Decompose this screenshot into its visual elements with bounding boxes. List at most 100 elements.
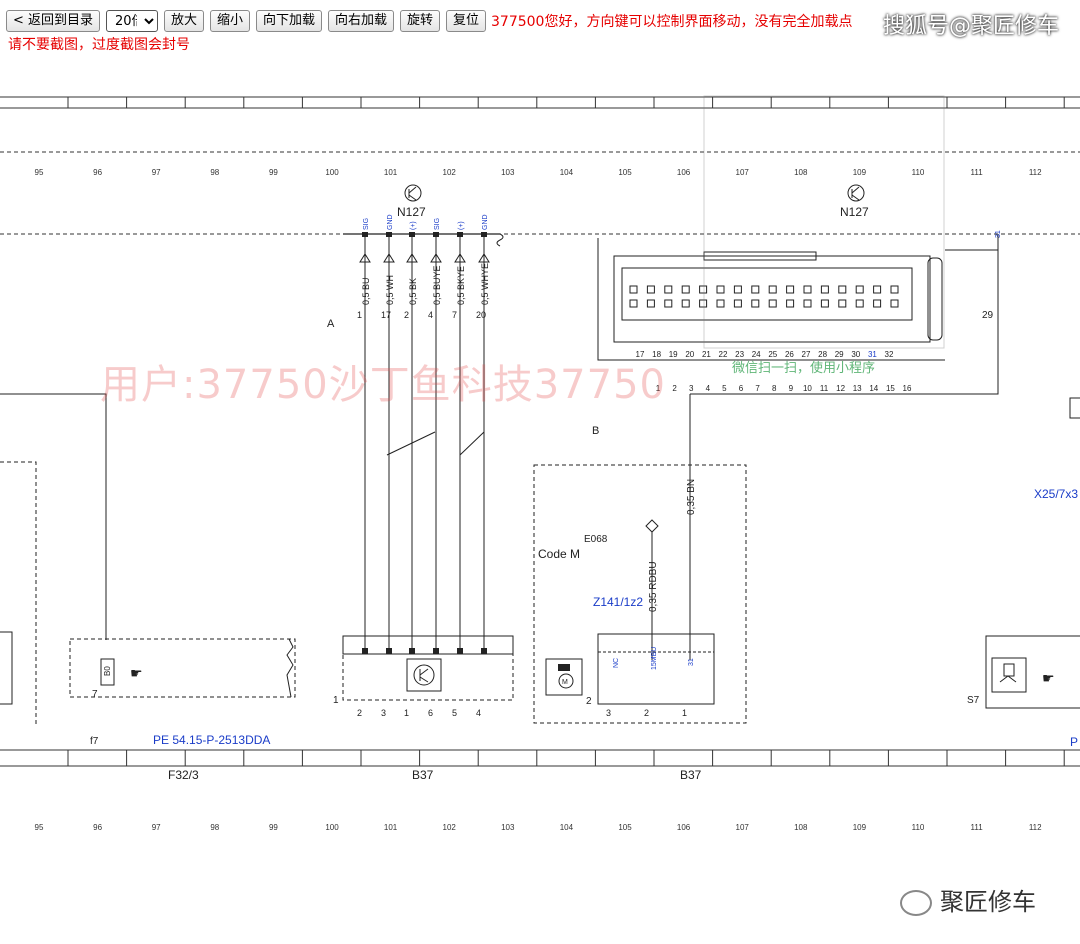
- connector-pin-number: 22: [719, 350, 728, 359]
- b37-left-pin: 1: [333, 695, 339, 706]
- connector-pin-number: 29: [835, 350, 844, 359]
- connector-pin: [664, 299, 673, 308]
- f7-label: f7: [90, 736, 99, 747]
- connector-pin-field: [621, 267, 913, 321]
- nc-pin: NC: [613, 658, 620, 668]
- load-down-button[interactable]: 向下加载: [256, 10, 323, 32]
- grid-number-bottom: 101: [384, 823, 398, 832]
- b0-label: B0: [103, 666, 112, 676]
- reset-button[interactable]: 复位: [446, 10, 487, 32]
- scan-hint: 微信扫一扫，使用小程序: [732, 360, 875, 375]
- grid-number-bottom: 103: [501, 823, 515, 832]
- grid-number-top: 105: [618, 168, 632, 177]
- pin-terminal: [433, 232, 439, 237]
- motor-icon: [558, 673, 574, 689]
- pe-link[interactable]: PE 54.15-P-2513DDA: [153, 733, 270, 747]
- connector-pin-number: 5: [722, 384, 727, 393]
- pin-signal-label: (+): [458, 221, 465, 230]
- hint-message: 377500您好，方向键可以控制界面移动，没有完全加载点: [491, 14, 853, 30]
- pin-signal-label: GND: [387, 214, 394, 230]
- wire-label: 0,5 BK: [408, 278, 418, 305]
- b37-symbol-box: [406, 658, 442, 692]
- connector-pin: [873, 299, 882, 308]
- connector-pin: [751, 285, 760, 294]
- ground-label-left: N127: [397, 205, 426, 219]
- pe-break: [286, 638, 294, 698]
- grid-ticks-bottom: [67, 750, 1065, 766]
- connector-pin-number: 9: [789, 384, 794, 393]
- connector-pin-number: 12: [836, 384, 845, 393]
- connector-pin: [855, 299, 864, 308]
- x25-link[interactable]: X25/7x3: [1034, 487, 1078, 501]
- wire-label: 0,5 WHYE: [480, 263, 490, 305]
- grid-number-bottom: 100: [325, 823, 339, 832]
- grid-number-bottom: 111: [971, 823, 984, 832]
- bottom-brand-text: 聚匠修车: [940, 888, 1036, 916]
- splice-ref-link[interactable]: Z141/1z2: [593, 595, 643, 609]
- connector-pin: [716, 299, 725, 308]
- grid-number-top: 100: [325, 168, 339, 177]
- b37-pin: 4: [476, 708, 481, 718]
- connector-pin: [699, 299, 708, 308]
- grid-number-top: 111: [971, 168, 984, 177]
- grid-number-bottom: 99: [269, 823, 278, 832]
- zoom-select[interactable]: 20倍: [106, 10, 158, 32]
- b37-pin: 3: [381, 708, 386, 718]
- connector-pin: [873, 285, 882, 294]
- grid-number-top: 108: [794, 168, 808, 177]
- right-edge-component: [1069, 397, 1080, 419]
- connector-pin-number: 1: [656, 384, 661, 393]
- connector-pin-number: 28: [818, 350, 827, 359]
- ground-symbol-right: [847, 184, 865, 202]
- connector-pin: [646, 299, 655, 308]
- connector-pin-number: 31: [868, 350, 877, 359]
- connector-pin: [768, 285, 777, 294]
- zoom-in-button[interactable]: 放大: [164, 10, 205, 32]
- grid-number-top: 112: [1029, 168, 1042, 177]
- left-component-edge: [0, 631, 13, 705]
- grid-number-top: 97: [152, 168, 161, 177]
- grid-number-top: 98: [210, 168, 219, 177]
- connector-pin: [838, 285, 847, 294]
- connector-pin-number: 13: [853, 384, 862, 393]
- grid-number-bottom: 110: [912, 823, 925, 832]
- connector-pin: [855, 285, 864, 294]
- hand-icon-s7[interactable]: ☛: [1042, 670, 1055, 686]
- connector-pin-number: 30: [851, 350, 860, 359]
- p-link[interactable]: P: [1070, 735, 1078, 749]
- code-e068: E068: [584, 534, 608, 545]
- wire-terminal: [481, 648, 487, 654]
- connector-pin-number: 15: [886, 384, 895, 393]
- zoom-out-button[interactable]: 缩小: [210, 10, 251, 32]
- svg-text:M: M: [562, 679, 568, 686]
- motor-pin: 1: [682, 708, 687, 718]
- wire-bn-label: 0,35 BN: [686, 479, 697, 515]
- connector-pin: [716, 285, 725, 294]
- hand-icon-pe[interactable]: ☛: [130, 665, 143, 681]
- splice-diamond: [645, 519, 659, 533]
- wire-terminal: [433, 648, 439, 654]
- grid-number-top: 102: [443, 168, 457, 177]
- pin-terminal: [457, 232, 463, 237]
- component-f32-3: F32/3: [168, 768, 199, 782]
- grid-number-bottom: 96: [93, 823, 102, 832]
- pin-terminal: [409, 232, 415, 237]
- rotate-button[interactable]: 旋转: [400, 10, 441, 32]
- grid-number-bottom: 107: [736, 823, 750, 832]
- motor-pin: 2: [644, 708, 649, 718]
- grid-number-top: 109: [853, 168, 867, 177]
- connector-pin-number: 16: [903, 384, 912, 393]
- grid-number-bottom: 102: [443, 823, 457, 832]
- back-to-catalog-button[interactable]: < 返回到目录: [6, 10, 101, 32]
- wire-label: 0,5 BKYE: [456, 266, 466, 305]
- b37-pin: 2: [357, 708, 362, 718]
- connector-pin-number: 6: [739, 384, 744, 393]
- wire-pin-number: 20: [476, 310, 486, 320]
- grid-number-top: 95: [35, 168, 44, 177]
- b0-component: [100, 658, 115, 686]
- load-right-button[interactable]: 向右加载: [328, 10, 395, 32]
- connector-pin-number: 4: [706, 384, 711, 393]
